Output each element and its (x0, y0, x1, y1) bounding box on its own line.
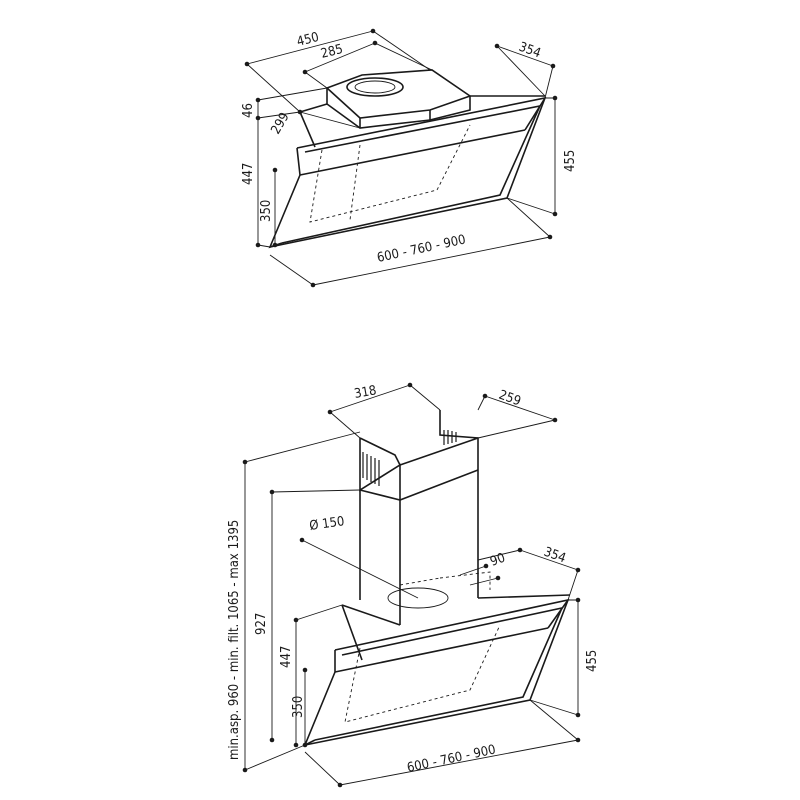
dim-927: 927 (254, 613, 269, 635)
vent-slots-left (362, 452, 380, 486)
dim-455: 455 (585, 650, 600, 672)
vent-slots-right (443, 430, 457, 445)
dim-90: 90 (488, 551, 507, 570)
bottom-hood-drawing (303, 410, 571, 747)
top-dimension-labels: 450 285 354 46 299 447 455 350 600 - 760… (241, 30, 578, 266)
dim-285: 285 (319, 42, 344, 62)
dim-447: 447 (279, 646, 294, 668)
top-dimension-lines (244, 28, 558, 288)
dim-450: 450 (295, 30, 320, 50)
dim-widths: 600 - 760 - 900 (406, 742, 497, 775)
dim-259: 259 (497, 388, 523, 410)
dim-354: 354 (542, 545, 568, 567)
dim-diameter-150: Ø 150 (308, 514, 345, 534)
dim-350: 350 (259, 200, 274, 222)
bottom-dimension-lines (242, 382, 581, 788)
dim-350: 350 (291, 696, 306, 718)
dim-46: 46 (241, 103, 256, 118)
bottom-dimension-labels: 318 259 Ø 150 90 354 min.asp. 960 - min.… (227, 383, 600, 776)
dim-total-height: min.asp. 960 - min. filt. 1065 - max 139… (227, 520, 242, 760)
dim-299: 299 (268, 110, 292, 137)
dim-widths: 600 - 760 - 900 (376, 232, 467, 265)
dim-447: 447 (241, 163, 256, 185)
dim-354: 354 (517, 40, 543, 62)
dim-318: 318 (353, 383, 378, 402)
top-hood-drawing (268, 69, 547, 249)
dim-455: 455 (563, 150, 578, 172)
